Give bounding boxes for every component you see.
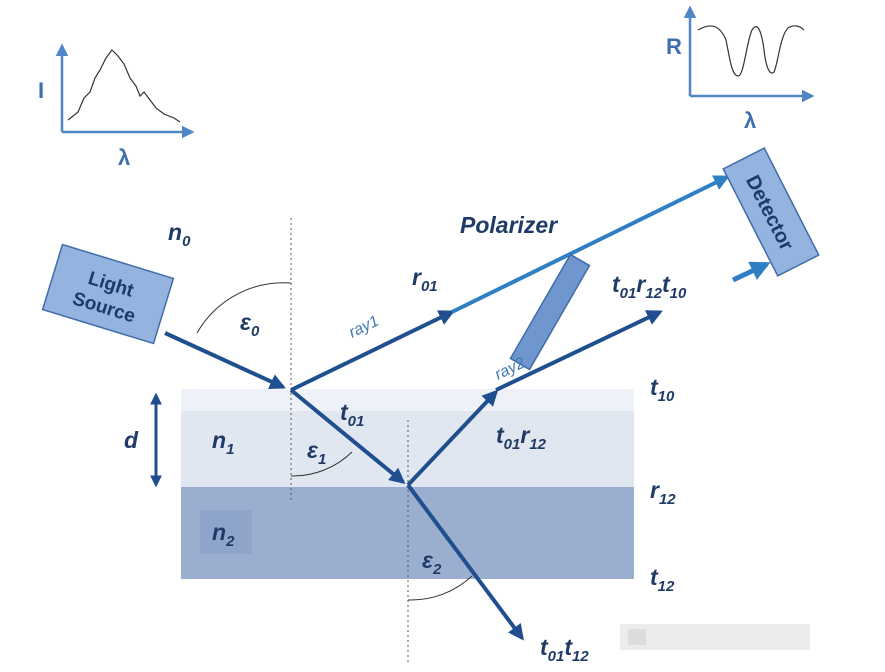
- layer-n1-inner-highlight: [181, 389, 634, 411]
- reflectance-inset: R λ: [666, 5, 815, 133]
- spectrum-y-label: I: [38, 78, 44, 103]
- label-eps0: ε0: [240, 309, 260, 340]
- spectrum-curve: [67, 49, 181, 123]
- reflected-ray-r01: [290, 310, 455, 392]
- label-t10: t10: [650, 374, 675, 405]
- label-t12: t12: [650, 564, 675, 595]
- label-eps2: ε2: [422, 547, 442, 578]
- label-t01r12t10: t01r12t10: [612, 271, 687, 302]
- label-r01: r01: [412, 264, 438, 295]
- label-d: d: [124, 427, 139, 453]
- reflectance-x-label: λ: [744, 108, 756, 133]
- label-t01t12: t01t12: [540, 634, 589, 665]
- layer-n2: [181, 487, 634, 579]
- n2-label-patch: [200, 510, 252, 554]
- reflected-ray-to-detector: [451, 175, 730, 314]
- label-eps1: ε1: [307, 437, 326, 468]
- polarizer-plate: [509, 253, 591, 371]
- reflectance-y-label: R: [666, 34, 682, 59]
- detector-input-arrow: [731, 261, 771, 283]
- ray2: [495, 310, 663, 392]
- detector-box: Detector: [722, 147, 820, 277]
- label-n1: n1: [212, 427, 234, 458]
- label-polarizer: Polarizer: [460, 212, 558, 238]
- label-ray1: ray1: [346, 313, 381, 342]
- angle-arc-eps2: [407, 575, 473, 601]
- label-n0: n0: [168, 219, 191, 250]
- watermark-blur: [620, 624, 810, 650]
- transmitted-ray-t01: [289, 388, 406, 485]
- label-t01r12: t01r12: [496, 422, 547, 453]
- spectrum-inset: I λ: [38, 43, 195, 170]
- transmitted-ray-t01t12: [406, 483, 524, 641]
- spectrum-x-label: λ: [118, 145, 130, 170]
- label-r12: r12: [650, 477, 676, 508]
- angle-arc-eps0: [196, 282, 292, 334]
- light-source-box: Light Source: [41, 243, 175, 345]
- label-t01: t01: [340, 399, 364, 430]
- incident-ray: [164, 331, 286, 389]
- reflected-ray-t01r12: [406, 389, 499, 487]
- angle-arc-eps1: [290, 451, 353, 477]
- reflectance-curve: [697, 25, 805, 77]
- label-n2: n2: [212, 519, 235, 550]
